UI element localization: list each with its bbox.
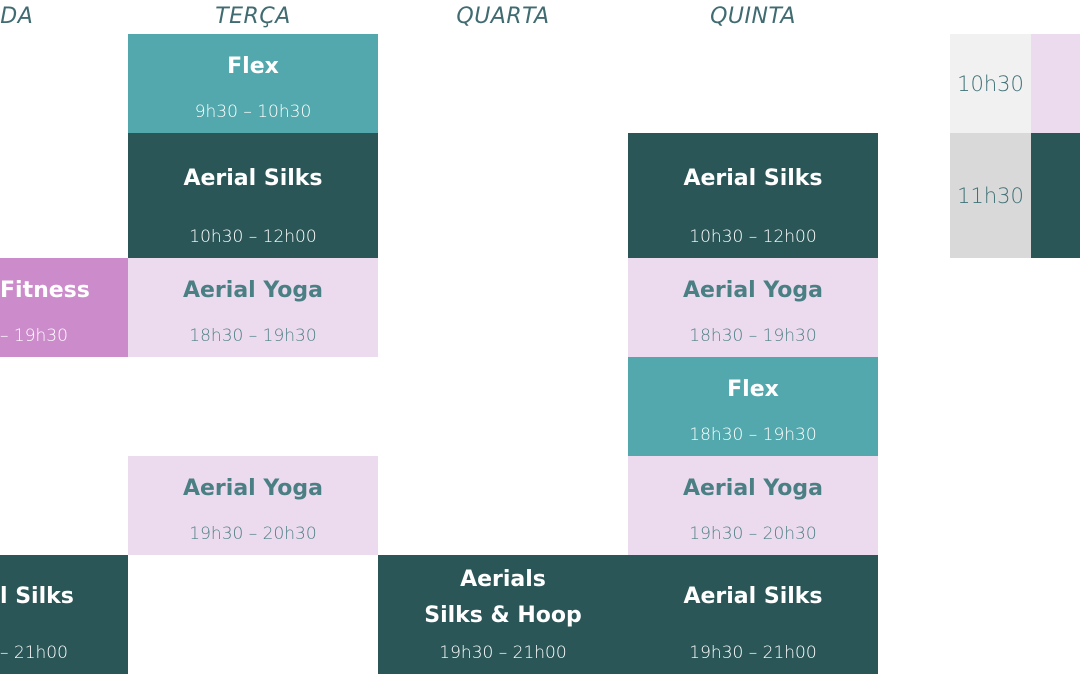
- class-title: Aerial Yoga: [182, 476, 323, 501]
- class-time: 10h30 – 12h00: [689, 227, 817, 247]
- class-block-tue-aerial-yoga-2[interactable]: Aerial Yoga 19h30 – 20h30: [128, 456, 378, 555]
- class-time: 18h30 – 19h30: [189, 326, 317, 346]
- class-title: Fitness: [0, 278, 90, 303]
- class-title: Aerial Silks: [683, 166, 823, 191]
- class-block-tue-aerial-silks[interactable]: Aerial Silks 10h30 – 12h00: [128, 133, 378, 258]
- class-time: 18h30 – 19h30: [689, 326, 817, 346]
- class-time: 18h30 – 19h30: [689, 425, 817, 445]
- side-class-block-1[interactable]: [1031, 34, 1080, 133]
- class-block-mon-aerial-silks[interactable]: l Silks – 21h00: [0, 555, 128, 674]
- class-block-thu-aerial-yoga-2[interactable]: Aerial Yoga 19h30 – 20h30: [628, 456, 878, 555]
- class-block-thu-aerial-yoga-1[interactable]: Aerial Yoga 18h30 – 19h30: [628, 258, 878, 357]
- class-time: 19h30 – 20h30: [189, 524, 317, 544]
- class-time: 19h30 – 21h00: [689, 643, 817, 663]
- day-header-thursday: QUINTA: [710, 4, 796, 29]
- class-block-thu-aerial-silks[interactable]: Aerial Silks 10h30 – 12h00: [628, 133, 878, 258]
- class-block-mon-fitness[interactable]: Fitness – 19h30: [0, 258, 128, 357]
- day-header-monday: UNDA: [0, 4, 34, 29]
- class-time: 19h30 – 20h30: [689, 524, 817, 544]
- class-title: Flex: [727, 377, 779, 402]
- class-title: Aerial Silks: [183, 166, 323, 191]
- class-title: Aerial Yoga: [682, 278, 823, 303]
- side-time-cell-2: 11h30: [950, 133, 1031, 258]
- class-time: – 19h30: [0, 326, 68, 346]
- class-title: Aerial Silks: [683, 584, 823, 609]
- side-time-cell-1: 10h30: [950, 34, 1031, 133]
- class-block-thu-aerial-silks-2[interactable]: Aerial Silks 19h30 – 21h00: [628, 555, 878, 674]
- class-title-line1: Aerials: [460, 567, 546, 592]
- class-title-line2: Silks & Hoop: [424, 603, 582, 628]
- class-title: l Silks: [0, 584, 74, 609]
- class-time: 19h30 – 21h00: [439, 643, 567, 663]
- class-time: 10h30 – 12h00: [189, 227, 317, 247]
- class-time: 9h30 – 10h30: [194, 102, 312, 122]
- class-block-thu-flex[interactable]: Flex 18h30 – 19h30: [628, 357, 878, 456]
- class-title: Flex: [227, 54, 279, 79]
- day-header-tuesday: TERÇA: [215, 4, 291, 29]
- side-class-block-2[interactable]: [1031, 133, 1080, 258]
- class-block-tue-flex[interactable]: Flex 9h30 – 10h30: [128, 34, 378, 133]
- day-header-wednesday: QUARTA: [456, 4, 550, 29]
- class-title: Aerial Yoga: [682, 476, 823, 501]
- class-title: Aerial Yoga: [182, 278, 323, 303]
- class-block-tue-aerial-yoga-1[interactable]: Aerial Yoga 18h30 – 19h30: [128, 258, 378, 357]
- class-time: – 21h00: [0, 643, 68, 663]
- class-block-wed-aerials-silks-hoop[interactable]: Aerials Silks & Hoop 19h30 – 21h00: [378, 555, 628, 674]
